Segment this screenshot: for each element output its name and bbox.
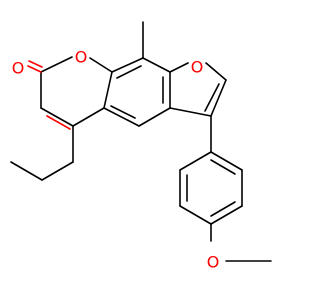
atom-labels: O O O O (12, 48, 220, 272)
bond-aryl-6 (210, 151, 243, 171)
bond-aryl-1 (179, 151, 212, 171)
molecule-structure: O O O O (10, 21, 272, 272)
bond-c9a-c5 (138, 107, 171, 127)
atom-carbonyl-oxygen: O (12, 59, 25, 78)
bond-propyl-2 (41, 161, 74, 181)
bond-c2f-c3f (210, 79, 227, 117)
atom-furan-oxygen: O (191, 58, 204, 77)
bond-c4a-c8a (103, 71, 113, 109)
bond-carbonyl-2 (28, 60, 43, 68)
bond-aryl-4-inner (210, 201, 236, 217)
bond-c3-c4-inner (46, 115, 71, 130)
bond-c5-c4a-inner (110, 105, 136, 119)
bond-carbonyl-1 (27, 65, 42, 73)
bond-c2-o-ring (40, 56, 73, 73)
bond-c2f-c3f-inner (204, 83, 220, 112)
atom-methoxy-oxygen: O (207, 253, 220, 272)
bond-c3f-c9a (169, 107, 212, 117)
atom-pyranone-oxygen: O (75, 48, 88, 67)
bond-c8-c9 (142, 57, 171, 73)
bond-c8a-c8-inner (116, 65, 142, 79)
bond-c8a-c8 (111, 57, 144, 73)
bond-c9-o-furan (169, 62, 189, 73)
bond-o-furan-c2f (205, 62, 227, 81)
bond-aryl-3 (179, 205, 212, 225)
bond-c3-c4 (40, 107, 74, 127)
bond-aryl-6-inner (210, 159, 236, 175)
structure-canvas: O O O O (10, 21, 272, 272)
bond-o-ring-c8a (89, 57, 113, 73)
bond-aryl-4 (210, 205, 243, 225)
bonds (10, 21, 272, 262)
bond-propyl-3 (10, 161, 43, 181)
bond-c5-c4a (103, 107, 140, 127)
bond-c4-c4a (72, 107, 105, 127)
